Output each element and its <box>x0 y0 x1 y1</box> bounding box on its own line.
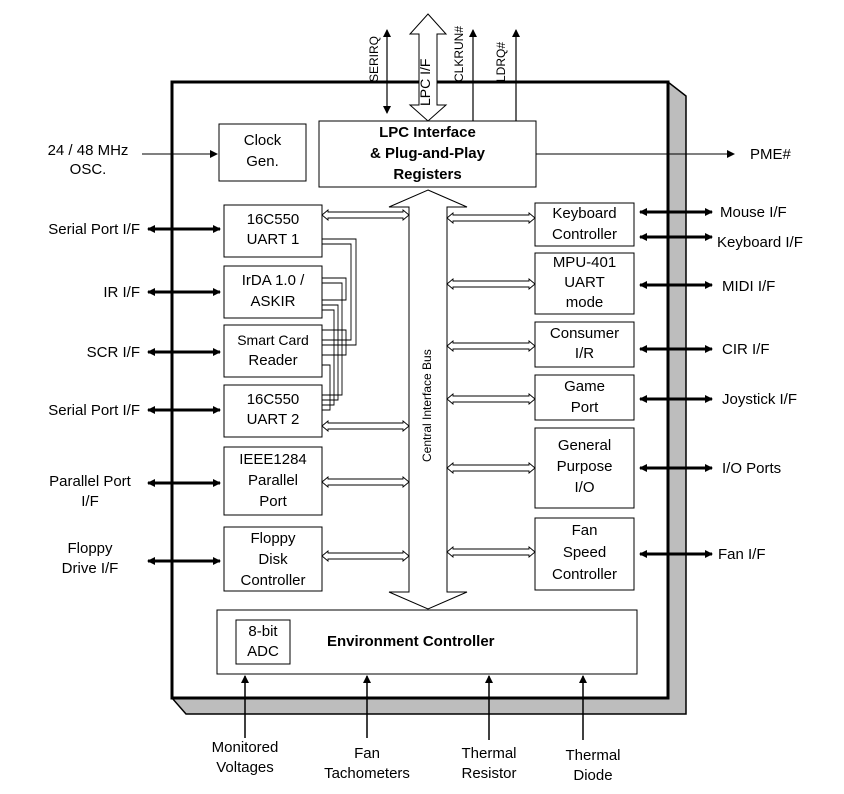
keyboard-line1: Keyboard <box>552 205 617 222</box>
gpio-block <box>534 427 635 509</box>
parallel-if-label-2: I/F <box>81 493 99 510</box>
keyboard-line2: Controller <box>551 226 618 243</box>
parallel-block <box>223 446 323 516</box>
serial1-if-label: Serial Port I/F <box>48 221 140 238</box>
parallel-if-label-1: Parallel Port <box>49 473 131 490</box>
serial2-if-label: Serial Port I/F <box>48 402 140 419</box>
floppy-if-label-2: Drive I/F <box>61 560 119 577</box>
uart2-line1: 16C550 <box>246 391 300 408</box>
fan-bus-connector <box>446 546 536 558</box>
floppy-if-label-1: Floppy <box>67 540 113 557</box>
left-bus-connectors <box>321 209 410 562</box>
parallel-bus-connector <box>321 476 410 488</box>
tach-label-2: Tachometers <box>324 765 410 782</box>
osc-label-2: OSC. <box>69 161 107 178</box>
lpc-if-label: LPC I/F <box>417 58 433 106</box>
lpc-block <box>318 120 537 188</box>
gpio-bus-connector <box>446 462 536 474</box>
game-port-line2: Port <box>570 399 599 416</box>
clock-gen-line1: Clock <box>243 132 282 149</box>
joystick-if-label: Joystick I/F <box>722 391 798 408</box>
clock-gen-line2: Gen. <box>246 153 279 170</box>
uart1-bus-connector <box>321 209 410 221</box>
clock-gen-block <box>218 123 307 182</box>
floppy-line1: Floppy <box>250 530 296 547</box>
fan-line1: Fan <box>571 522 598 539</box>
fan-if-label: Fan I/F <box>718 546 766 563</box>
consumer-ir-line2: I/R <box>574 345 595 362</box>
floppy-bus-connector <box>321 550 410 562</box>
smart-card-block <box>223 324 323 378</box>
keyboard-bus-connector <box>446 212 536 224</box>
mpu-bus-connector <box>446 278 536 290</box>
uart1-block <box>223 204 323 258</box>
lpc-line1: LPC Interface <box>379 124 476 141</box>
floppy-line3: Controller <box>240 572 306 589</box>
ldrq-label: LDRQ# <box>494 41 508 82</box>
uart2-block <box>223 384 323 438</box>
keyboard-block <box>534 202 635 247</box>
thermal-res-label-1: Thermal <box>461 745 517 762</box>
irda-line2: ASKIR <box>250 293 296 310</box>
mpu-line2: UART <box>564 274 605 291</box>
osc-label-1: 24 / 48 MHz <box>47 142 129 159</box>
gpio-line3: I/O <box>574 479 595 496</box>
consumer-ir-bus-connector <box>446 340 536 352</box>
smart-card-line1: Smart Card <box>237 332 309 348</box>
uart2-line2: UART 2 <box>246 411 300 428</box>
consumer-ir-line1: Consumer <box>549 325 620 342</box>
gpio-line2: Purpose <box>556 458 613 475</box>
uart1-line2: UART 1 <box>246 231 300 248</box>
central-bus <box>388 189 468 610</box>
scr-if-label: SCR I/F <box>86 344 140 361</box>
floppy-line2: Disk <box>258 551 288 568</box>
mpu-line1: MPU-401 <box>552 254 617 271</box>
uart2-bus-connector <box>321 420 410 432</box>
game-port-line1: Game <box>564 378 605 395</box>
pme-label: PME# <box>750 146 791 163</box>
mpu-line3: mode <box>565 294 604 311</box>
adc-block <box>235 619 291 665</box>
game-port-bus-connector <box>446 393 536 405</box>
thermal-diode-label-1: Thermal <box>565 747 621 764</box>
smart-card-line2: Reader <box>248 352 298 369</box>
floppy-block <box>223 526 323 592</box>
mpu-block <box>534 252 635 315</box>
parallel-line3: Port <box>259 493 287 510</box>
io-ports-label: I/O Ports <box>722 460 782 477</box>
lpc-line3: Registers <box>393 166 462 183</box>
right-bus-connectors <box>446 212 536 558</box>
fan-line2: Speed <box>562 544 607 561</box>
voltages-label-1: Monitored <box>211 739 279 756</box>
gpio-line1: General <box>557 437 612 454</box>
irda-block <box>223 265 323 319</box>
mouse-if-label: Mouse I/F <box>720 204 787 221</box>
thermal-res-label-2: Resistor <box>461 765 517 782</box>
central-bus-label: Central Interface Bus <box>420 349 434 462</box>
midi-if-label: MIDI I/F <box>722 278 776 295</box>
ir-if-label: IR I/F <box>103 284 140 301</box>
keyboard-if-label: Keyboard I/F <box>717 234 803 251</box>
tach-label-1: Fan <box>354 745 380 762</box>
lpc-if-arrow <box>408 13 448 122</box>
thermal-diode-label-2: Diode <box>573 767 613 784</box>
cir-if-label: CIR I/F <box>722 341 770 358</box>
consumer-ir-block <box>534 321 635 368</box>
voltages-label-2: Voltages <box>216 759 274 776</box>
routing-lines <box>322 238 357 411</box>
irda-line1: IrDA 1.0 / <box>241 272 305 289</box>
parallel-line2: Parallel <box>247 472 299 489</box>
clkrun-label: CLKRUN# <box>452 25 466 82</box>
game-port-block <box>534 374 635 421</box>
adc-line1: 8-bit <box>248 623 278 640</box>
fan-line3: Controller <box>551 566 618 583</box>
adc-line2: ADC <box>247 643 279 660</box>
fan-block <box>534 517 635 591</box>
uart1-line1: 16C550 <box>246 211 300 228</box>
serirq-label: SERIRQ <box>367 35 381 82</box>
env-controller-label: Environment Controller <box>327 633 495 650</box>
lpc-line2: & Plug-and-Play <box>369 145 485 162</box>
parallel-line1: IEEE1284 <box>239 451 307 468</box>
